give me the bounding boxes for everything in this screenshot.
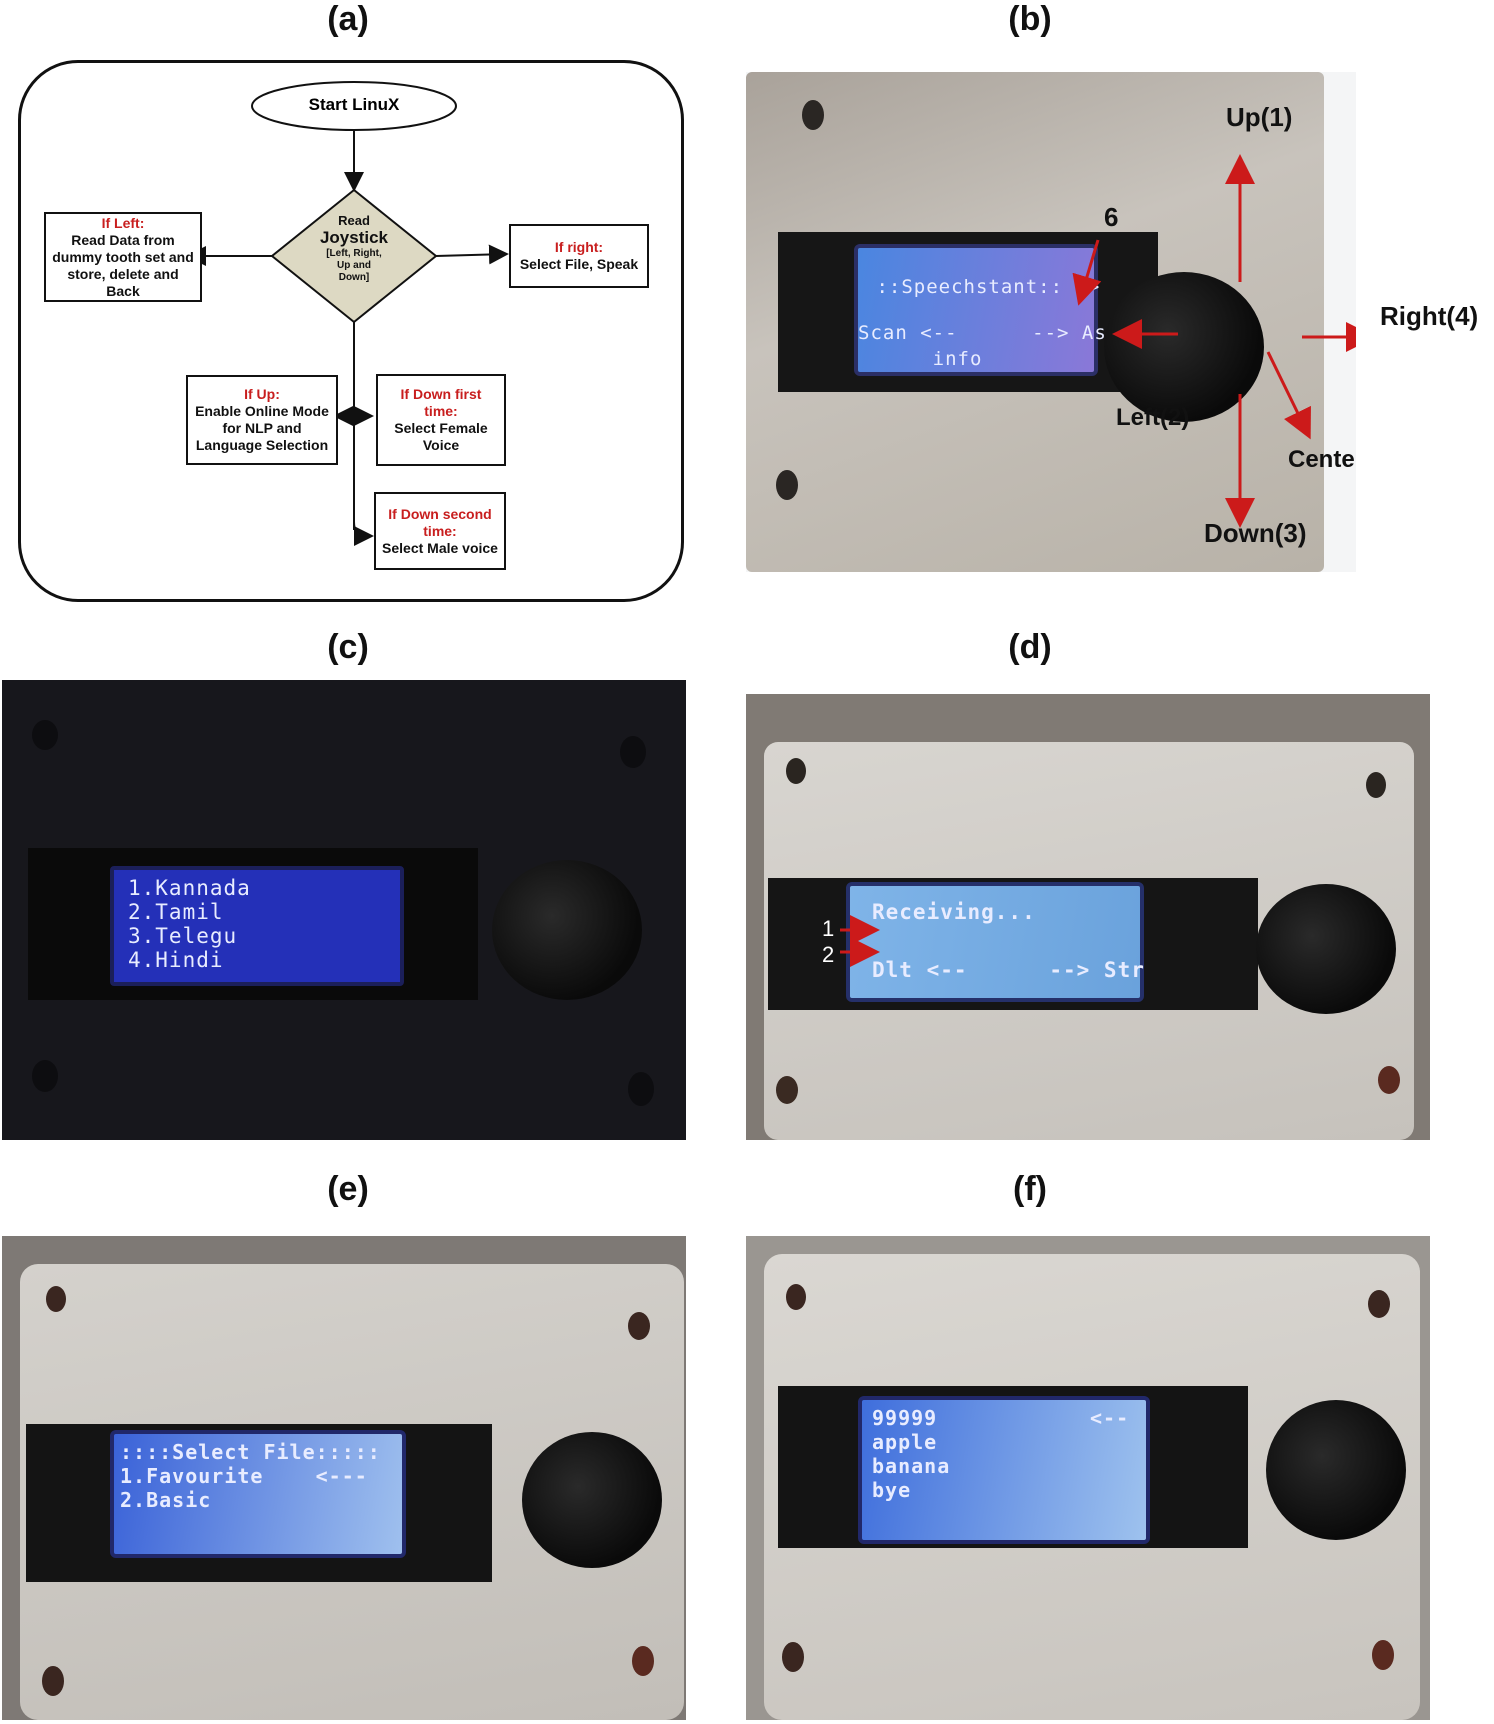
left-action-box: If Left: Read Data from dummy tooth set … <box>44 212 202 302</box>
mount-hole <box>32 720 58 750</box>
mount-hole <box>1372 1640 1394 1670</box>
photo-f: 99999 <-- apple banana bye <box>746 1236 1430 1720</box>
annotation-down: Down(3) <box>1204 518 1307 548</box>
left-text1: Read Data from <box>71 231 175 248</box>
mount-hole <box>632 1646 654 1676</box>
left-text4: Back <box>106 282 140 299</box>
annotation-d-two: 2 <box>822 942 835 967</box>
down-first-title2: time: <box>424 403 458 419</box>
lcd-c-line4: 4.Hindi <box>128 948 224 972</box>
down-second-box: If Down second time: Select Male voice <box>374 492 506 570</box>
left-title: If Left: <box>101 214 145 231</box>
mount-hole <box>628 1312 650 1340</box>
lcd-screen <box>846 882 1144 1002</box>
lcd-f-line2: apple <box>872 1430 938 1454</box>
lcd-c-line1: 1.Kannada <box>128 876 251 900</box>
annotation-right: Right(4) <box>1380 301 1479 331</box>
panel-label-e: (e) <box>327 1170 369 1208</box>
panel-label-d: (d) <box>1008 628 1052 666</box>
down-first-box: If Down first time: Select Female Voice <box>376 374 506 466</box>
panel-label-f: (f) <box>1013 1170 1047 1208</box>
lcd-f-line4: bye <box>872 1478 912 1502</box>
lcd-f-line1: 99999 <box>872 1406 938 1430</box>
joystick-arrows <box>1072 154 1356 528</box>
photo-c: 1.Kannada 2.Tamil 3.Telegu 4.Hindi <box>2 680 686 1140</box>
panel-label-b: (b) <box>1008 0 1052 38</box>
mount-hole <box>32 1060 58 1092</box>
lcd-d-line1: Receiving... <box>872 900 1036 924</box>
panel-label-c: (c) <box>327 628 369 666</box>
up-title: If Up: <box>244 386 280 402</box>
decision-line2: Joystick <box>319 228 389 247</box>
decision-line5: Down] <box>338 272 370 283</box>
annotation-d-one: 1 <box>822 916 835 941</box>
down-first-text2: Voice <box>422 437 460 453</box>
left-text2: dummy tooth set and <box>52 248 194 265</box>
mount-hole <box>776 470 798 500</box>
down-first-text1: Select Female <box>394 420 488 436</box>
photo-e: ::::Select File::::: 1.Favourite <--- 2.… <box>2 1236 686 1720</box>
mount-hole <box>782 1642 804 1672</box>
down-second-title1: If Down second <box>388 505 492 522</box>
right-title: If right: <box>554 239 604 255</box>
mount-hole <box>46 1286 66 1312</box>
lcd-f-line3: banana <box>872 1454 951 1478</box>
down-second-text1: Select Male voice <box>382 539 498 556</box>
decision-line4: Up and <box>337 260 371 271</box>
decision-text: Read Joystick [Left, Right, Up and Down] <box>294 213 414 284</box>
mount-hole <box>42 1666 64 1696</box>
lcd-f-line1-right: <-- <box>1090 1406 1130 1430</box>
photo-d: Receiving... Dlt <-- --> Str 1 2 <box>746 694 1430 1140</box>
decision-line3: [Left, Right, <box>326 248 382 259</box>
lcd-e-line1: ::::Select File::::: <box>120 1440 381 1464</box>
lcd-c-line3: 3.Telegu <box>128 924 238 948</box>
lcd-screen <box>110 1430 406 1558</box>
mount-hole <box>1378 1066 1400 1094</box>
lcd-e-line3: 2.Basic <box>120 1488 212 1512</box>
flowchart-connectors <box>186 81 509 546</box>
up-action-box: If Up: Enable Online Mode for NLP and La… <box>186 375 338 465</box>
mount-hole <box>786 1284 806 1310</box>
joystick-knob <box>492 860 642 1000</box>
lcd-d-line2: Dlt <-- --> Str <box>872 958 1145 982</box>
panel-label-a: (a) <box>327 0 369 38</box>
annotation-up: Up(1) <box>1226 102 1293 132</box>
flowchart-frame <box>18 60 684 602</box>
mount-hole <box>1368 1290 1390 1318</box>
start-label: Start LinuX <box>308 95 400 114</box>
photo-b: ::Speechstant:: > Scan <-- --> Ast info … <box>746 72 1356 572</box>
up-text3: Language Selection <box>195 437 329 453</box>
lcd-b-line3: info <box>858 348 983 370</box>
joystick-knob <box>1256 884 1396 1014</box>
mount-hole <box>776 1076 798 1104</box>
decision-line1: Read <box>338 213 370 228</box>
up-text2: for NLP and <box>222 420 302 436</box>
lcd-screen <box>854 244 1098 376</box>
right-action-box: If right: Select File, Speak <box>509 224 649 288</box>
left-text3: store, delete and <box>67 265 179 282</box>
up-text1: Enable Online Mode <box>195 403 329 419</box>
lcd-d-arrows <box>840 915 880 967</box>
down-second-title2: time: <box>423 522 457 539</box>
lcd-e-line2: 1.Favourite <--- <box>120 1464 368 1488</box>
annotation-six: 6 <box>1104 202 1119 232</box>
mount-hole <box>628 1072 654 1106</box>
joystick-knob <box>1266 1400 1406 1540</box>
lcd-screen <box>110 866 404 986</box>
start-ellipse <box>251 81 457 131</box>
annotation-center: Center(5) <box>1288 446 1356 473</box>
mount-hole <box>1366 772 1386 798</box>
lcd-c-line2: 2.Tamil <box>128 900 224 924</box>
mount-hole <box>802 100 824 130</box>
joystick-knob <box>522 1432 662 1568</box>
lcd-screen <box>858 1396 1150 1544</box>
mount-hole <box>786 758 806 784</box>
right-text1: Select File, Speak <box>519 256 639 272</box>
mount-hole <box>620 736 646 768</box>
down-first-title1: If Down first <box>400 386 482 402</box>
annotation-left: Left(2) <box>1116 404 1190 431</box>
